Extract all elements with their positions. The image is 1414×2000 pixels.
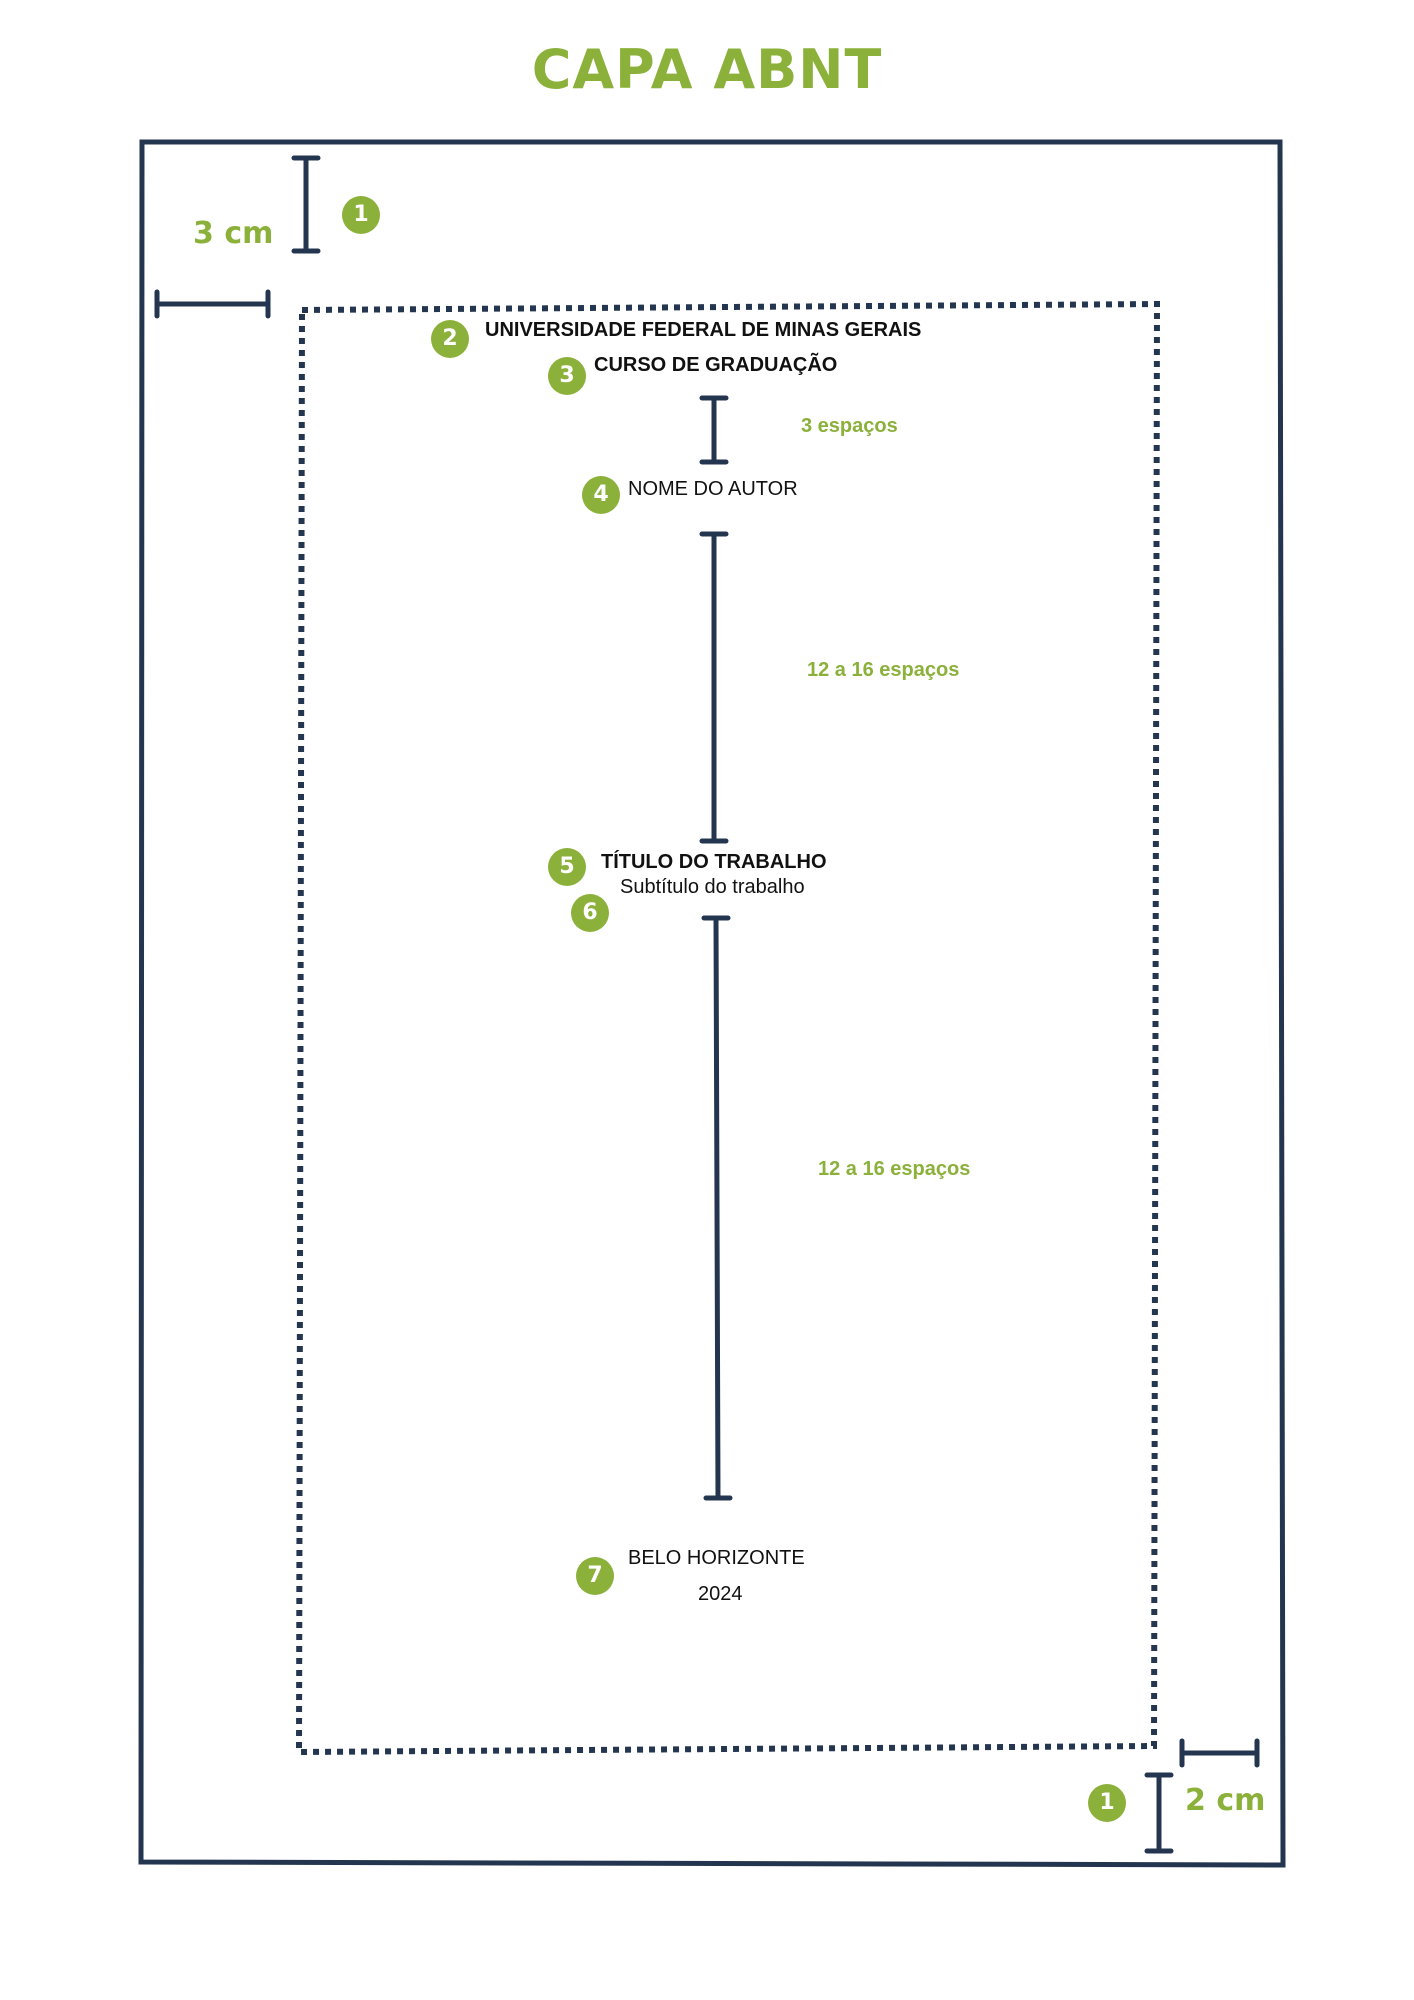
right-margin-dimension — [1179, 1738, 1260, 1768]
marker-1-top: 1 — [342, 196, 380, 234]
city: BELO HORIZONTE — [628, 1547, 805, 1569]
page-title: CAPA ABNT — [531, 38, 883, 101]
marker-7: 7 — [576, 1557, 614, 1595]
institution-name: UNIVERSIDADE FEDERAL DE MINAS GERAIS — [485, 319, 922, 341]
page-border — [138, 139, 1286, 1868]
margin-border — [295, 300, 1161, 1756]
marker-4: 4 — [582, 476, 620, 514]
spacer-3-lines — [699, 395, 729, 465]
year: 2024 — [698, 1583, 743, 1605]
spacer-12-16-lines-2 — [701, 915, 733, 1501]
course-name: CURSO DE GRADUAÇÃO — [594, 354, 838, 376]
marker-6: 6 — [571, 894, 609, 932]
author-name: NOME DO AUTOR — [628, 478, 798, 500]
bottom-margin-dimension — [1144, 1772, 1174, 1854]
work-title: TÍTULO DO TRABALHO — [601, 851, 827, 873]
spacing-label-12-16-1: 12 a 16 espaços — [807, 659, 960, 681]
top-margin-label: 3 cm — [193, 216, 274, 251]
marker-3: 3 — [548, 357, 586, 395]
spacing-label-12-16-2: 12 a 16 espaços — [818, 1158, 971, 1180]
marker-5: 5 — [548, 848, 586, 886]
work-subtitle: Subtítulo do trabalho — [620, 876, 805, 898]
top-margin-dimension — [291, 155, 321, 254]
spacer-12-16-lines-1 — [699, 531, 729, 844]
spacing-label-3: 3 espaços — [801, 415, 898, 437]
marker-1-bottom: 1 — [1088, 1784, 1126, 1822]
bottom-margin-label: 2 cm — [1185, 1783, 1266, 1818]
left-margin-dimension — [154, 289, 271, 319]
marker-2: 2 — [431, 320, 469, 358]
